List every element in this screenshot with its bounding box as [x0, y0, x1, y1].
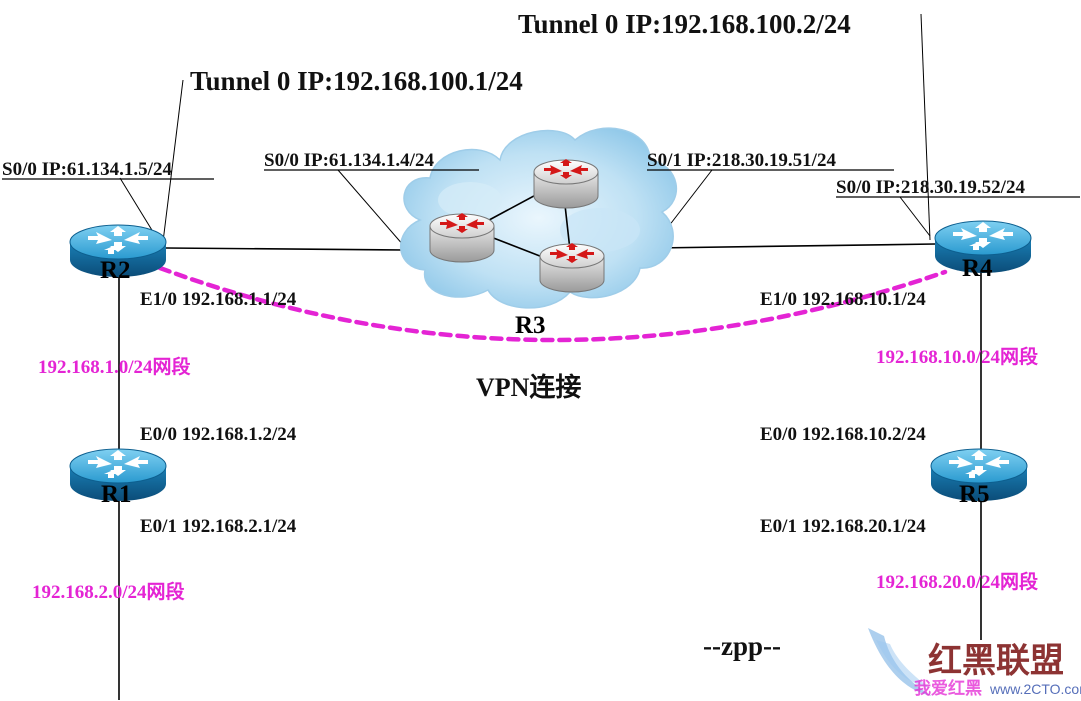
tunnel-left-label: Tunnel 0 IP:192.168.100.1/24 [190, 66, 523, 96]
author-signature: --zpp-- [703, 631, 781, 661]
r2-e10-label: E1/0 192.168.1.1/24 [140, 289, 297, 310]
router-r1-label: R1 [101, 481, 132, 508]
router-icon [533, 158, 599, 209]
r5-e01-label: E0/1 192.168.20.1/24 [760, 516, 926, 537]
wire-r3-r4 [654, 243, 936, 249]
r1-e01-label: E0/1 192.168.2.1/24 [140, 516, 297, 537]
tunnel-right-label: Tunnel 0 IP:192.168.100.2/24 [518, 9, 851, 39]
cloud-icon [400, 127, 678, 309]
router-r3-label: R3 [515, 312, 546, 339]
wire-r2-r3 [165, 247, 406, 251]
watermark-logo: 红黑联盟 我爱红黑 www.2CTO.com [868, 628, 1081, 698]
router-r2-label: R2 [100, 257, 131, 284]
watermark-brand: 红黑联盟 [928, 642, 1064, 680]
net-192-168-10-label: 192.168.10.0/24网段 [876, 345, 1039, 368]
r4-e10-label: E1/0 192.168.10.1/24 [760, 289, 926, 310]
r3-s00-label: S0/0 IP:61.134.1.4/24 [264, 150, 434, 171]
r4-s00-label: S0/0 IP:218.30.19.52/24 [836, 177, 1025, 198]
router-icon [429, 212, 495, 263]
router-r4-label: R4 [962, 255, 993, 282]
r2-s00-label: S0/0 IP:61.134.1.5/24 [2, 159, 172, 180]
r5-e00-label: E0/0 192.168.10.2/24 [760, 424, 926, 445]
watermark-site: www.2CTO.com [989, 681, 1081, 697]
router-icon [539, 242, 605, 293]
r3-s01-label: S0/1 IP:218.30.19.51/24 [647, 150, 836, 171]
vpn-connection-label: VPN连接 [476, 373, 581, 402]
r1-e00-label: E0/0 192.168.1.2/24 [140, 424, 297, 445]
router-r5-label: R5 [959, 481, 990, 508]
net-192-168-1-label: 192.168.1.0/24网段 [38, 355, 192, 378]
net-192-168-2-label: 192.168.2.0/24网段 [32, 580, 186, 603]
vpn-tunnel-line [157, 265, 948, 343]
watermark-slogan: 我爱红黑 [914, 678, 982, 698]
net-192-168-20-label: 192.168.20.0/24网段 [876, 570, 1039, 593]
